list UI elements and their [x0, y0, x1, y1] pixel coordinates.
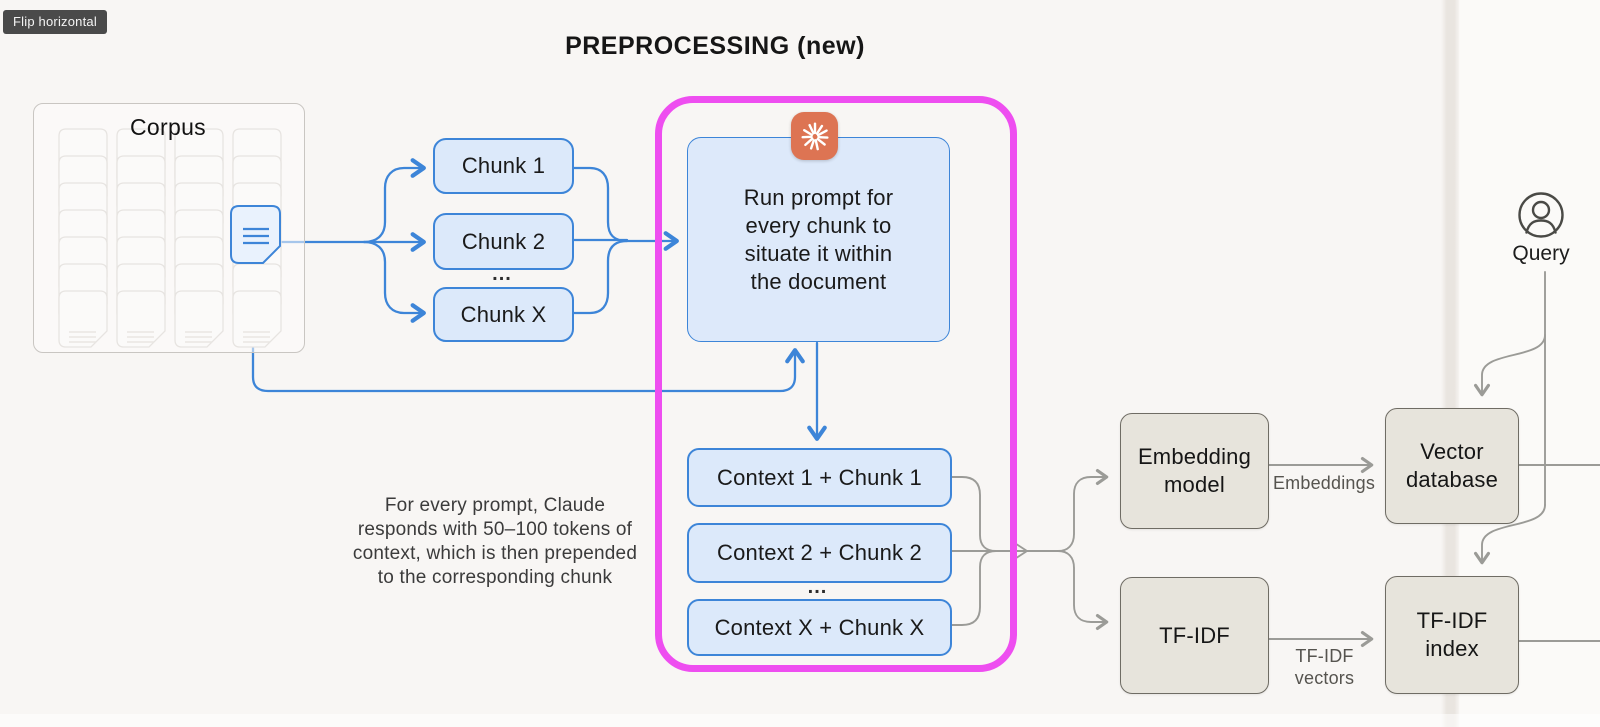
merge-from-context1	[947, 476, 997, 552]
claude-sparkle-icon	[791, 112, 838, 160]
flip-horizontal-button[interactable]: Flip horizontal	[3, 10, 107, 34]
chunk-x-node: Chunk X	[433, 287, 574, 342]
chunks-ellipsis: ...	[492, 263, 512, 285]
chunk-2-node: Chunk 2	[433, 213, 574, 270]
mid-chevron	[1016, 543, 1028, 559]
merge-from-chunkx	[568, 239, 629, 315]
corpus-documents-stack	[58, 128, 282, 348]
context-x-node: Context X + Chunk X	[687, 599, 952, 656]
tfidf-node: TF-IDF	[1120, 577, 1269, 694]
claude-note-text: For every prompt, Claude responds with 5…	[352, 495, 638, 588]
background-bottom-strip	[0, 714, 1600, 727]
merge-from-contextx	[947, 550, 997, 626]
user-icon	[1518, 192, 1564, 238]
arrow-split-to-embedding	[1057, 469, 1109, 552]
arrow-fork-to-chunk1	[362, 158, 426, 244]
run-prompt-text: Run prompt for every chunk to situate it…	[743, 184, 894, 294]
embeddings-edge-label: Embeddings	[1272, 473, 1376, 493]
background-vertical-band	[1441, 0, 1460, 727]
arrow-fork-to-chunkx	[362, 240, 426, 323]
merge-from-chunk1	[568, 166, 629, 243]
chunk-1-node: Chunk 1	[433, 138, 574, 194]
context-1-node: Context 1 + Chunk 1	[687, 448, 952, 507]
context-2-node: Context 2 + Chunk 2	[687, 523, 952, 583]
query-label: Query	[1512, 242, 1570, 265]
run-prompt-node: Run prompt for every chunk to situate it…	[687, 137, 950, 342]
page-title: PREPROCESSING (new)	[565, 32, 865, 60]
contexts-ellipsis: ...	[807, 576, 828, 598]
corpus-box	[33, 103, 305, 353]
corpus-label: Corpus	[130, 114, 206, 140]
document-icon	[230, 205, 281, 264]
arrow-split-to-tfidf	[1057, 550, 1109, 630]
